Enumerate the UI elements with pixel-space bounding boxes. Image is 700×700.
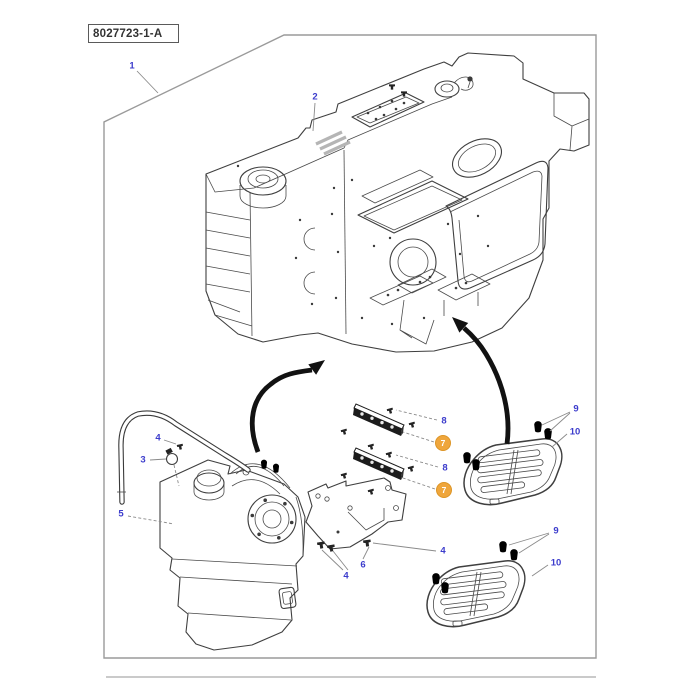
callout-7-bottom-highlighted[interactable]: 7 [436, 482, 452, 498]
u-slots [303, 227, 316, 295]
filler-cap [239, 166, 287, 209]
mounting-plate-drawing [305, 477, 407, 550]
callout-4-hose[interactable]: 4 [155, 432, 161, 444]
step-tread-2 [426, 560, 526, 628]
callout-4-right[interactable]: 4 [440, 545, 446, 557]
assembly-arrow-left [249, 360, 325, 453]
drawing-number-text: 8027723-1-A [93, 27, 163, 40]
drawing-number-box: 8027723-1-A [88, 24, 179, 43]
callout-10-top[interactable]: 10 [569, 426, 581, 438]
callout-1[interactable]: 1 [129, 60, 135, 72]
callout-3[interactable]: 3 [140, 454, 146, 466]
drain-port [389, 238, 437, 286]
wear-strip-2 [352, 447, 405, 481]
callout-9-top[interactable]: 9 [573, 403, 579, 415]
auxiliary-tank-drawing [159, 459, 306, 651]
callout-6[interactable]: 6 [360, 559, 366, 571]
callout-7-top-highlighted[interactable]: 7 [435, 435, 451, 451]
plate-screws [316, 539, 372, 553]
callout-5[interactable]: 5 [118, 508, 124, 520]
step-tread-1 [463, 438, 563, 506]
oval-opening [452, 138, 502, 178]
hose-drawing [117, 410, 251, 505]
vent-fitting [434, 76, 474, 98]
step-bracket-notch [553, 93, 590, 151]
callout-4-plate[interactable]: 4 [343, 570, 349, 582]
callout-8-bottom[interactable]: 8 [442, 462, 448, 474]
hook-bracket [399, 299, 435, 345]
wear-strip-1 [352, 403, 405, 437]
leader-lines [127, 70, 571, 577]
surface-hatch [315, 130, 351, 156]
diagram-frame [103, 34, 597, 659]
assembly-arrow-right [452, 317, 511, 445]
callout-10-bottom[interactable]: 10 [550, 557, 562, 569]
callout-8-top[interactable]: 8 [441, 415, 447, 427]
aux-top-fittings [260, 459, 280, 473]
fuel-sender-plate [351, 84, 425, 128]
bolt-holes [236, 164, 490, 326]
main-fuel-tank-drawing [205, 52, 590, 353]
aux-port-bezel [247, 494, 297, 544]
callout-2[interactable]: 2 [312, 91, 318, 103]
hose-screw [176, 443, 184, 451]
callout-9-bottom[interactable]: 9 [553, 525, 559, 537]
aux-filler-cap [193, 469, 225, 501]
aux-side-port [278, 586, 297, 610]
hose-clamp-drawing [165, 447, 180, 487]
